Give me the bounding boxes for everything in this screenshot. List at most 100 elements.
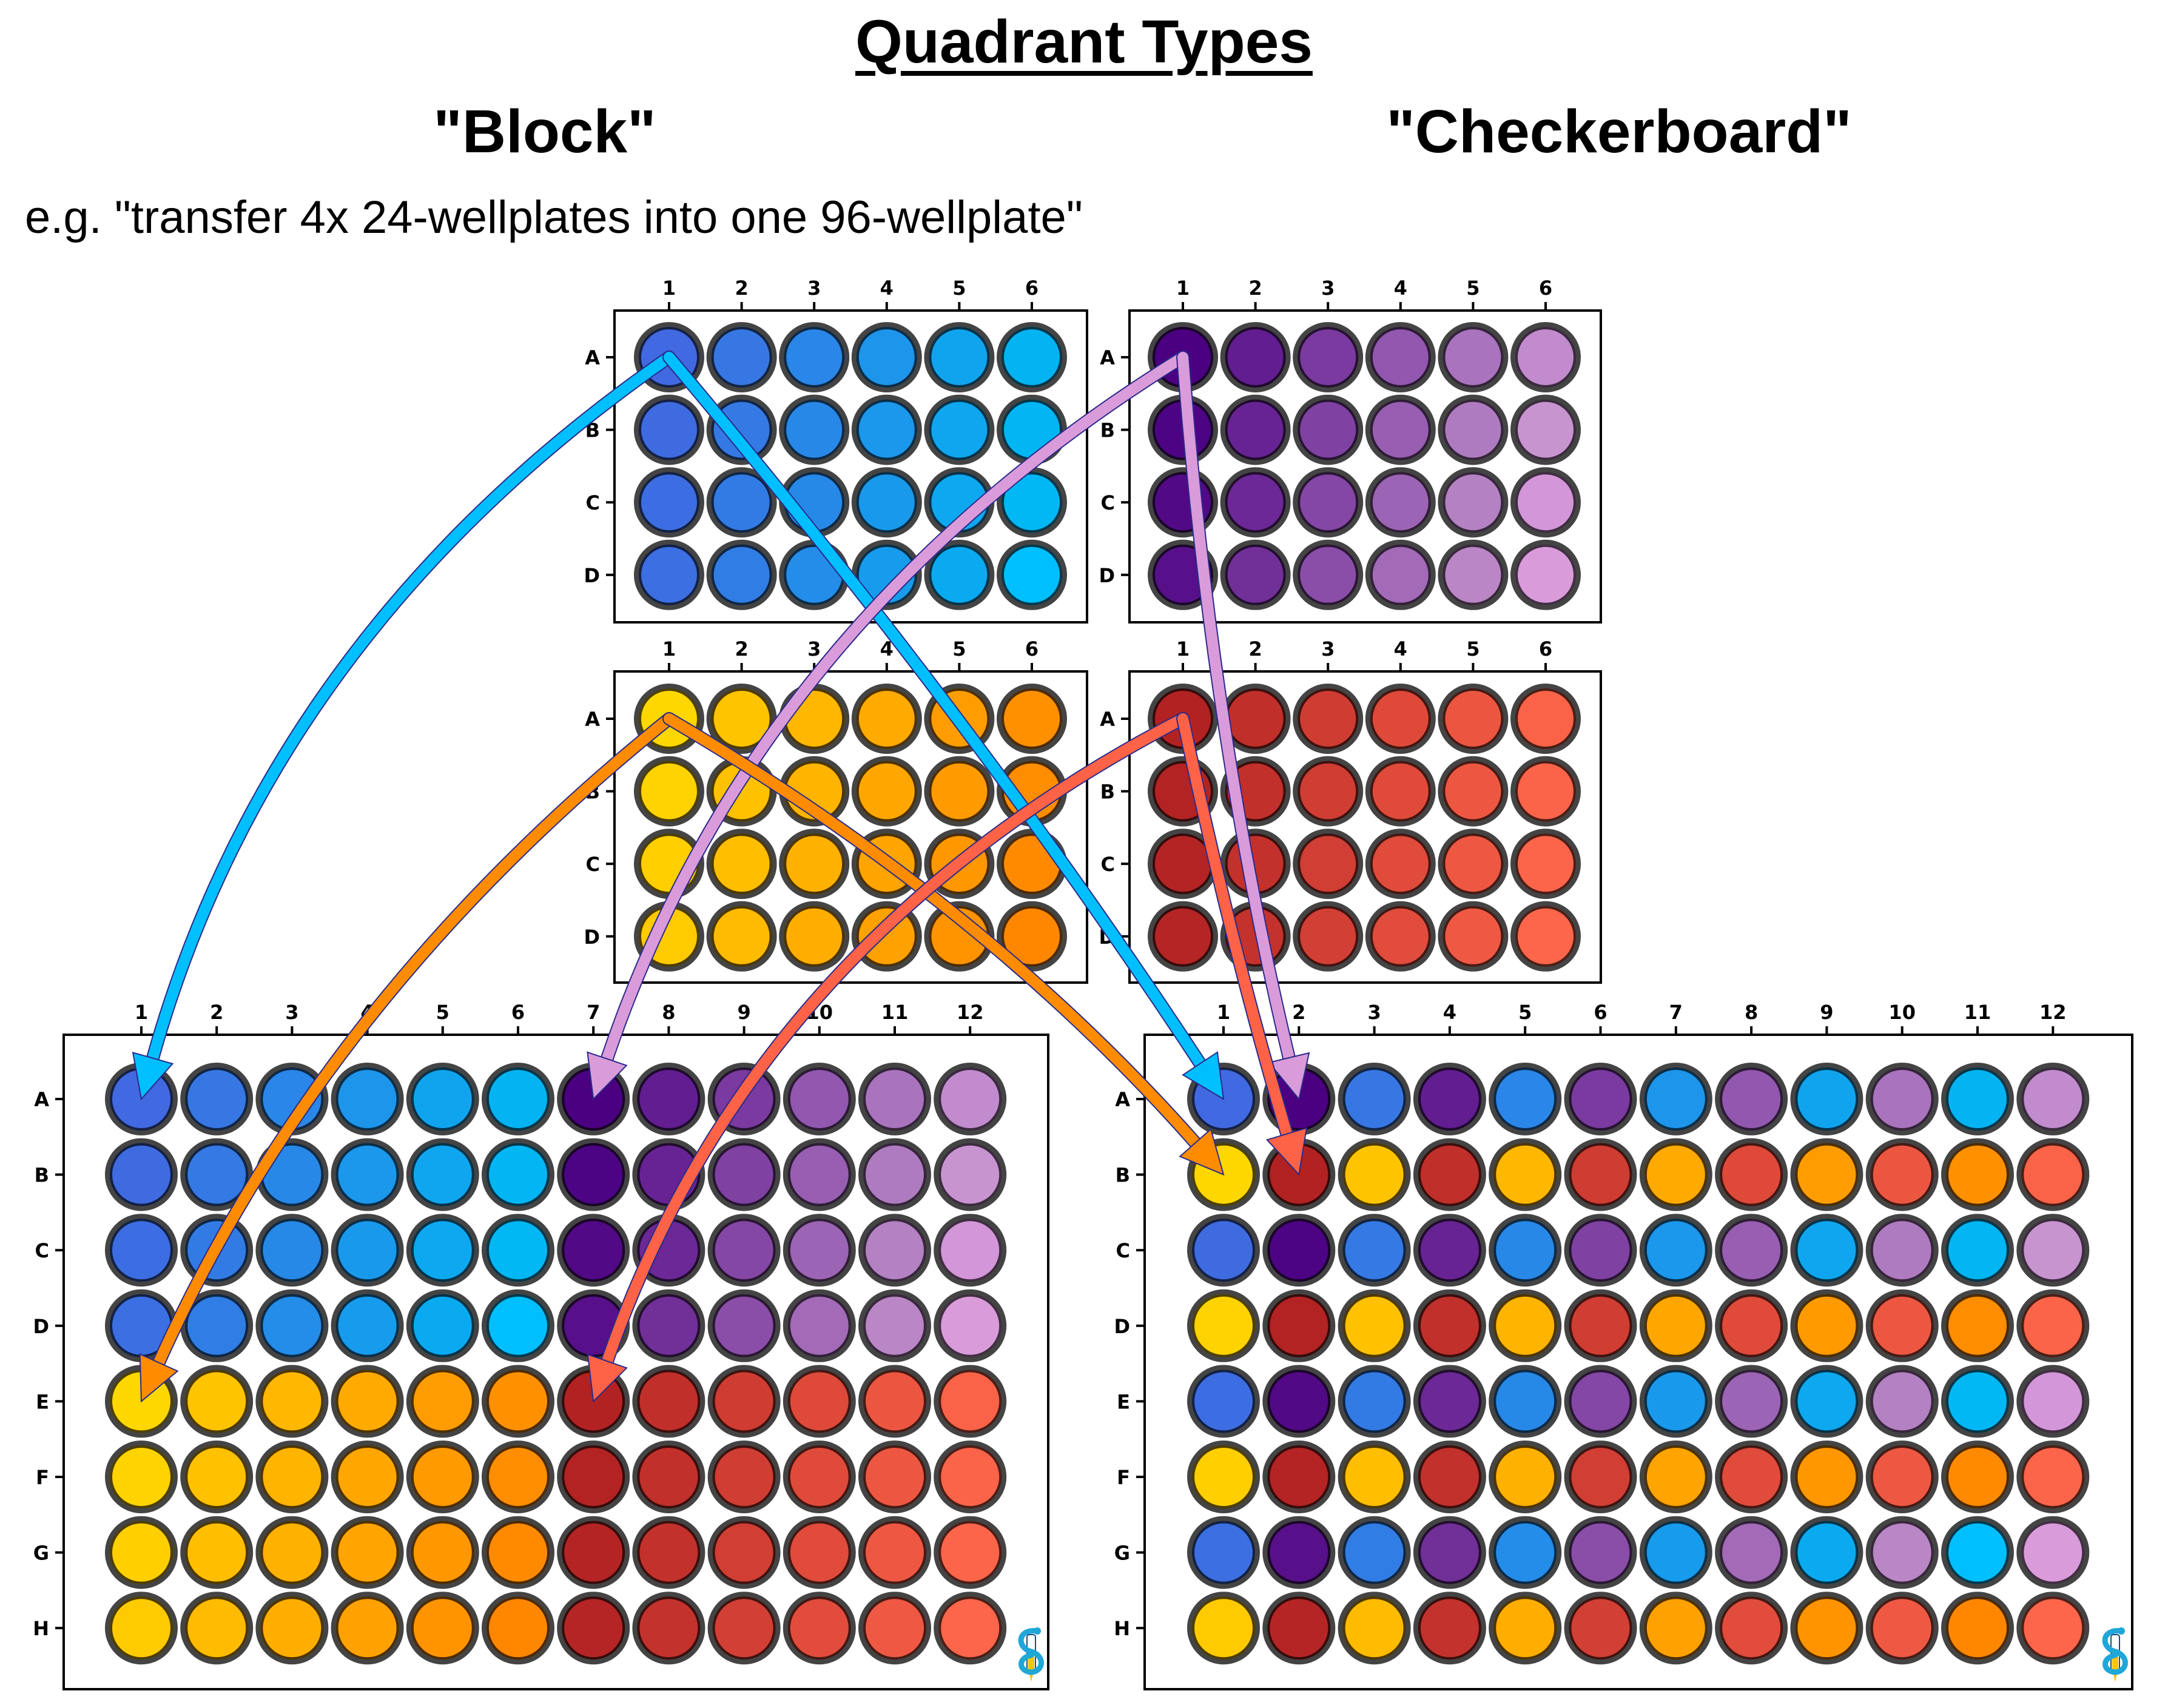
well-B3[interactable] (779, 394, 850, 465)
well-D1[interactable] (634, 539, 704, 610)
well-H9[interactable] (707, 1592, 781, 1665)
well-D12[interactable] (2016, 1289, 2090, 1362)
well-G7[interactable] (557, 1516, 630, 1589)
well-B2[interactable] (180, 1138, 254, 1211)
well-C5[interactable] (1438, 829, 1509, 899)
well-H7[interactable] (1639, 1592, 1712, 1665)
well-C8[interactable] (1715, 1214, 1788, 1287)
well-B5[interactable] (924, 394, 995, 465)
well-H6[interactable] (1564, 1592, 1637, 1665)
well-C5[interactable] (1438, 467, 1509, 538)
well-C7[interactable] (557, 1214, 630, 1287)
well-D4[interactable] (851, 901, 922, 972)
well-B8[interactable] (1715, 1138, 1788, 1211)
well-C10[interactable] (1865, 1214, 1939, 1287)
well-A5[interactable] (1489, 1063, 1562, 1135)
well-C4[interactable] (1413, 1214, 1486, 1287)
well-B4[interactable] (1413, 1138, 1486, 1211)
well-G5[interactable] (406, 1516, 479, 1589)
well-G4[interactable] (331, 1516, 404, 1589)
well-F3[interactable] (1338, 1441, 1411, 1513)
well-A6[interactable] (1510, 322, 1581, 392)
well-C2[interactable] (706, 829, 777, 899)
well-A11[interactable] (1941, 1063, 2014, 1135)
well-E5[interactable] (1489, 1365, 1562, 1438)
well-A11[interactable] (858, 1063, 931, 1135)
well-A8[interactable] (1715, 1063, 1788, 1135)
well-B11[interactable] (858, 1138, 931, 1211)
well-C12[interactable] (934, 1214, 1007, 1287)
well-F9[interactable] (707, 1441, 781, 1513)
well-A4[interactable] (851, 684, 922, 754)
well-A4[interactable] (851, 322, 922, 392)
well-G1[interactable] (1187, 1516, 1260, 1589)
well-C3[interactable] (255, 1214, 329, 1287)
well-G10[interactable] (783, 1516, 856, 1589)
well-E12[interactable] (2016, 1365, 2090, 1438)
well-F8[interactable] (632, 1441, 705, 1513)
well-E1[interactable] (1187, 1365, 1260, 1438)
well-B7[interactable] (557, 1138, 630, 1211)
well-B1[interactable] (634, 394, 704, 465)
well-B12[interactable] (934, 1138, 1007, 1211)
well-D11[interactable] (858, 1289, 931, 1362)
well-B7[interactable] (1639, 1138, 1712, 1211)
well-G8[interactable] (1715, 1516, 1788, 1589)
well-D7[interactable] (1639, 1289, 1712, 1362)
well-F12[interactable] (2016, 1441, 2090, 1513)
well-B1[interactable] (634, 756, 704, 827)
well-B5[interactable] (924, 756, 995, 827)
well-E10[interactable] (783, 1365, 856, 1438)
well-G11[interactable] (858, 1516, 931, 1589)
well-D3[interactable] (1293, 901, 1364, 972)
well-E4[interactable] (1413, 1365, 1486, 1438)
well-C6[interactable] (482, 1214, 554, 1287)
well-D4[interactable] (1365, 539, 1436, 610)
well-F11[interactable] (858, 1441, 931, 1513)
well-D4[interactable] (1413, 1289, 1486, 1362)
well-D12[interactable] (934, 1289, 1007, 1362)
well-A2[interactable] (706, 322, 777, 392)
well-F3[interactable] (255, 1441, 329, 1513)
well-E3[interactable] (1338, 1365, 1411, 1438)
well-C3[interactable] (1293, 467, 1364, 538)
well-B3[interactable] (1293, 394, 1364, 465)
well-B4[interactable] (851, 756, 922, 827)
well-H11[interactable] (858, 1592, 931, 1665)
well-A10[interactable] (1865, 1063, 1939, 1135)
well-G9[interactable] (1790, 1516, 1863, 1589)
well-A12[interactable] (2016, 1063, 2090, 1135)
well-H4[interactable] (331, 1592, 404, 1665)
well-D2[interactable] (1220, 539, 1291, 610)
well-F12[interactable] (934, 1441, 1007, 1513)
well-H3[interactable] (255, 1592, 329, 1665)
well-G7[interactable] (1639, 1516, 1712, 1589)
well-G5[interactable] (1489, 1516, 1562, 1589)
well-D4[interactable] (1365, 901, 1436, 972)
well-F8[interactable] (1715, 1441, 1788, 1513)
well-A4[interactable] (1413, 1063, 1486, 1135)
well-F10[interactable] (783, 1441, 856, 1513)
well-H5[interactable] (1489, 1592, 1562, 1665)
well-E2[interactable] (1262, 1365, 1336, 1438)
well-F7[interactable] (1639, 1441, 1712, 1513)
well-B11[interactable] (1941, 1138, 2014, 1211)
well-G11[interactable] (1941, 1516, 2014, 1589)
well-D3[interactable] (779, 901, 850, 972)
well-D6[interactable] (1564, 1289, 1637, 1362)
well-D3[interactable] (1293, 539, 1364, 610)
well-C7[interactable] (1639, 1214, 1712, 1287)
well-A5[interactable] (406, 1063, 479, 1135)
well-C4[interactable] (1365, 829, 1436, 899)
well-B4[interactable] (1365, 394, 1436, 465)
well-B12[interactable] (2016, 1138, 2090, 1211)
well-C6[interactable] (1510, 829, 1581, 899)
well-B1[interactable] (105, 1138, 178, 1211)
well-B10[interactable] (1865, 1138, 1939, 1211)
well-F10[interactable] (1865, 1441, 1939, 1513)
well-H3[interactable] (1338, 1592, 1411, 1665)
well-H1[interactable] (105, 1592, 178, 1665)
well-A6[interactable] (997, 684, 1067, 754)
well-H2[interactable] (180, 1592, 254, 1665)
well-D2[interactable] (180, 1289, 254, 1362)
